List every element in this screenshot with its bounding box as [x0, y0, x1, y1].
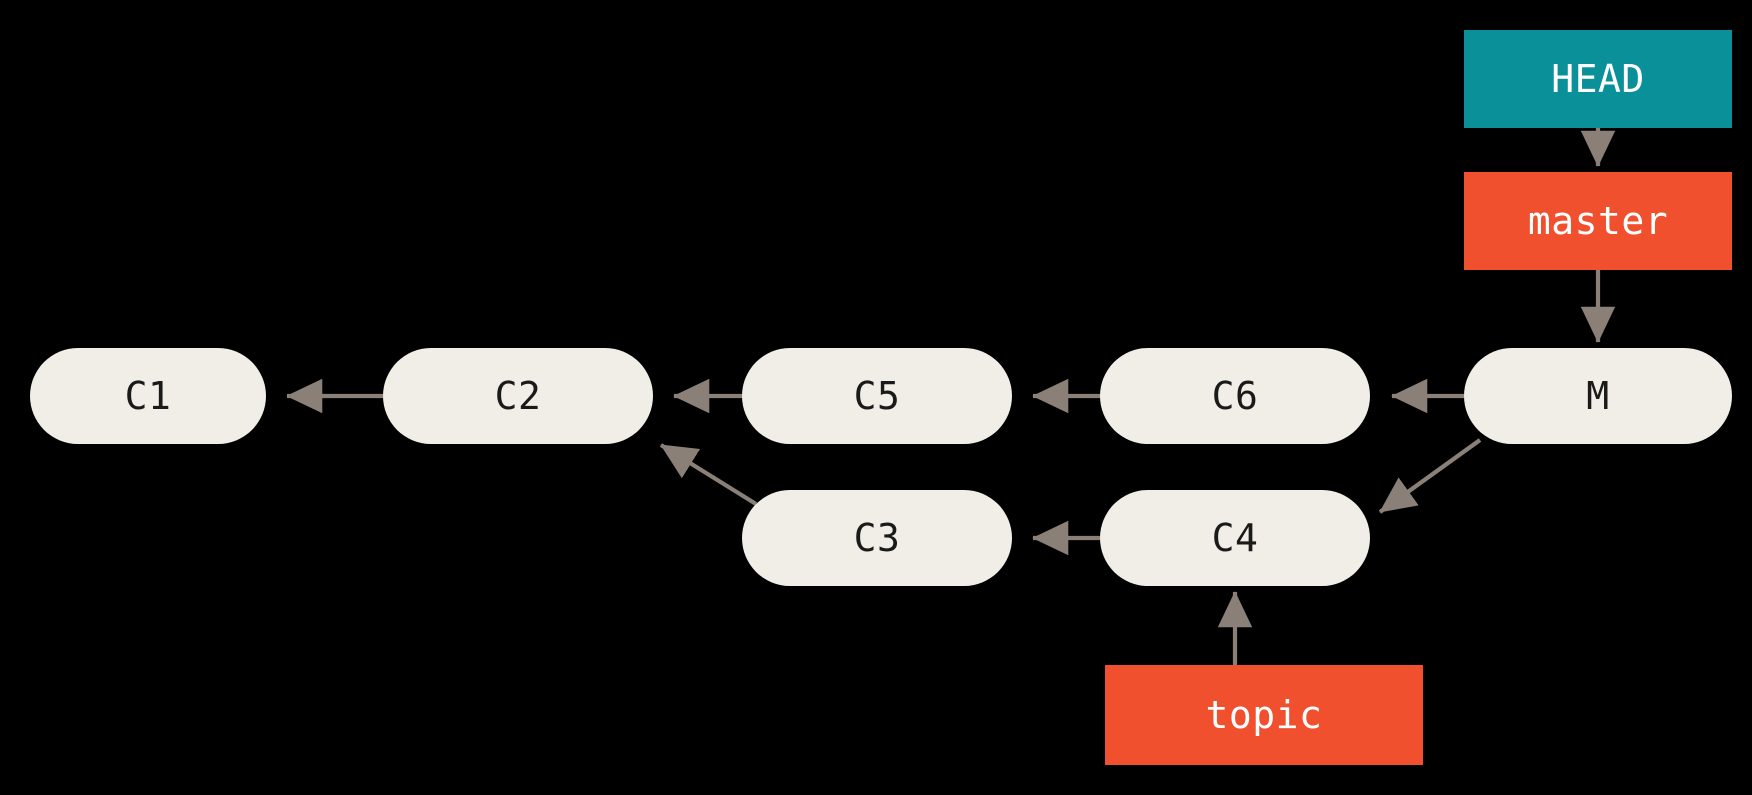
commit-node-c2[interactable]: C2	[383, 348, 653, 444]
commit-node-c3[interactable]: C3	[742, 490, 1012, 586]
commit-label: C1	[124, 374, 172, 418]
ref-box-head[interactable]: HEAD	[1464, 30, 1732, 128]
commit-node-c1[interactable]: C1	[30, 348, 266, 444]
edge-m-to-c4	[1378, 438, 1482, 514]
commit-node-c4[interactable]: C4	[1100, 490, 1370, 586]
commit-label: C4	[1211, 516, 1259, 560]
commit-label: C3	[853, 516, 901, 560]
commit-node-c6[interactable]: C6	[1100, 348, 1370, 444]
ref-label: HEAD	[1551, 57, 1645, 101]
ref-label: master	[1527, 199, 1669, 243]
commit-label: M	[1586, 374, 1610, 418]
commit-node-m[interactable]: M	[1464, 348, 1732, 444]
commit-label: C2	[494, 374, 542, 418]
ref-box-topic[interactable]: topic	[1105, 665, 1423, 765]
commit-label: C6	[1211, 374, 1259, 418]
ref-label: topic	[1205, 693, 1323, 737]
commit-label: C5	[853, 374, 901, 418]
commit-node-c5[interactable]: C5	[742, 348, 1012, 444]
ref-box-master[interactable]: master	[1464, 172, 1732, 270]
edge-c3-to-c2	[659, 443, 758, 506]
